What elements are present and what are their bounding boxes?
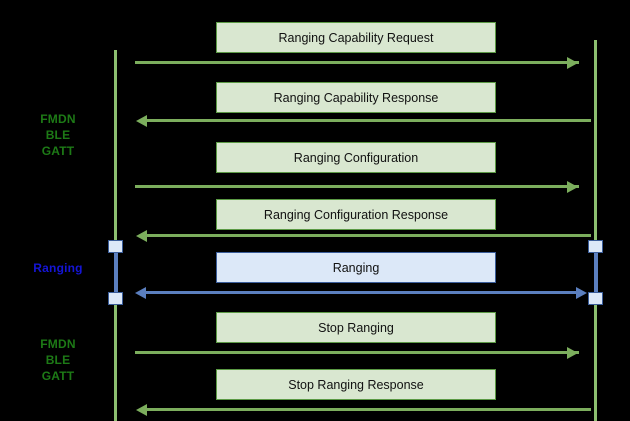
arrow-head-left-ranging-configuration-response <box>136 229 147 242</box>
arrow-head-right-ranging-capability-request <box>567 56 578 69</box>
arrow-head-left-stop-ranging-response <box>136 403 147 416</box>
phase-label-fmdn-ble-gatt-top: FMDN BLE GATT <box>40 112 76 158</box>
activation-node-left-end <box>108 292 123 305</box>
arrow-head-right-stop-ranging <box>567 346 578 359</box>
arrow-head-right-ranging-configuration <box>567 180 578 193</box>
arrow-line-ranging-configuration-response <box>147 234 591 237</box>
arrow-line-stop-ranging <box>135 351 579 354</box>
message-box-stop-ranging-response: Stop Ranging Response <box>216 369 496 400</box>
arrow-line-ranging-capability-request <box>135 61 579 64</box>
activation-node-right-start <box>588 240 603 253</box>
lifeline-left <box>114 50 117 421</box>
activation-node-left-start <box>108 240 123 253</box>
message-box-ranging: Ranging <box>216 252 496 283</box>
activation-bar-right <box>593 246 598 298</box>
arrow-head-left-ranging-capability-response <box>136 114 147 127</box>
arrow-head-left-ranging <box>135 286 146 299</box>
message-box-ranging-configuration: Ranging Configuration <box>216 142 496 173</box>
arrow-line-stop-ranging-response <box>147 408 591 411</box>
message-box-ranging-configuration-response: Ranging Configuration Response <box>216 199 496 230</box>
message-box-ranging-capability-response: Ranging Capability Response <box>216 82 496 113</box>
activation-node-right-end <box>588 292 603 305</box>
arrow-line-ranging-configuration <box>135 185 579 188</box>
message-box-ranging-capability-request: Ranging Capability Request <box>216 22 496 53</box>
arrow-line-ranging <box>146 291 576 294</box>
phase-label-fmdn-ble-gatt-bottom: FMDN BLE GATT <box>40 337 76 383</box>
phase-label-ranging: Ranging <box>33 261 83 275</box>
arrow-head-right-ranging <box>576 286 587 299</box>
activation-bar-left <box>113 246 118 298</box>
message-box-stop-ranging: Stop Ranging <box>216 312 496 343</box>
arrow-line-ranging-capability-response <box>147 119 591 122</box>
lifeline-right <box>594 40 597 421</box>
